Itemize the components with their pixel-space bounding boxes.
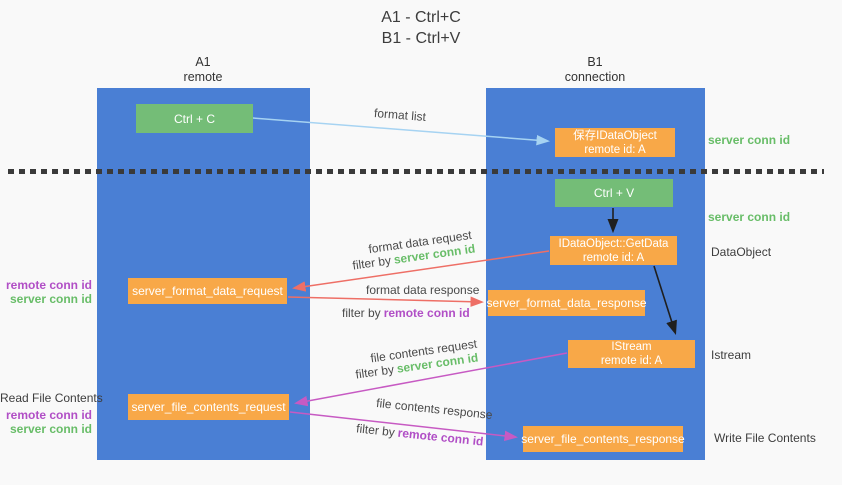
server-file-contents-request-label: server_file_contents_request: [131, 400, 286, 414]
format-list-label: format list: [373, 105, 427, 125]
server-format-data-request-label: server_format_data_request: [132, 284, 283, 298]
server-file-contents-request-box: server_file_contents_request: [128, 394, 289, 420]
getdata-line2: remote id: A: [582, 251, 645, 264]
lane-left-name: A1: [195, 55, 211, 69]
title-line-2: B1 - Ctrl+V: [381, 30, 461, 47]
server-conn-id-right-mid: server conn id: [708, 210, 791, 224]
ctrl-c-box: Ctrl + C: [136, 104, 253, 133]
left-conn-ids-bottom: Read File Contents remote conn id server…: [0, 391, 103, 436]
write-file-contents-label: Write File Contents: [714, 431, 816, 445]
remote-conn-id-left-bottom: remote conn id: [5, 408, 92, 422]
lane-header-right: B1 connection: [530, 55, 660, 85]
filter-by-text: filter by: [354, 362, 395, 382]
ctrl-v-label: Ctrl + V: [593, 186, 635, 200]
server-conn-id-left-top: server conn id: [9, 292, 92, 306]
save-idataobject-line1: 保存IDataObject: [573, 129, 657, 142]
lane-right-name: B1: [587, 55, 603, 69]
dataobject-label: DataObject: [711, 245, 772, 259]
remote-conn-id-text: remote conn id: [397, 425, 485, 449]
remote-conn-id-text: remote conn id: [383, 306, 470, 320]
getdata-line1: IDataObject::GetData: [558, 237, 669, 250]
istream-side-label: Istream: [711, 348, 752, 362]
diagram-title: A1 - Ctrl+C B1 - Ctrl+V: [0, 7, 842, 49]
lane-header-left: A1 remote: [138, 55, 268, 85]
ctrl-c-label: Ctrl + C: [173, 111, 215, 126]
istream-box: IStream remote id: A: [568, 340, 695, 368]
filter-by-text: filter by: [355, 421, 396, 440]
server-format-data-request-box: server_format_data_request: [128, 278, 287, 304]
istream-line2: remote id: A: [600, 355, 663, 367]
filter-by-text: filter by: [351, 253, 392, 273]
save-idataobject-line2: remote id: A: [584, 143, 646, 156]
lane-left-role: remote: [183, 70, 223, 84]
ctrl-v-box: Ctrl + V: [555, 179, 673, 207]
title-line-1: A1 - Ctrl+C: [381, 9, 461, 26]
server-format-data-response-label: server_format_data_response: [486, 296, 647, 310]
server-conn-id-left-bottom: server conn id: [9, 422, 92, 436]
filter-by-text: filter by: [342, 306, 381, 320]
file-contents-response-label: file contents response: [375, 395, 494, 423]
istream-line1: IStream: [611, 341, 652, 353]
remote-conn-id-left-top: remote conn id: [5, 278, 92, 292]
session-separator-dotted-line: [8, 169, 824, 174]
lane-right-role: connection: [564, 70, 626, 84]
format-data-response-label: format data response: [366, 283, 480, 297]
left-conn-ids-top: remote conn id server conn id: [0, 278, 92, 306]
getdata-box: IDataObject::GetData remote id: A: [550, 236, 677, 265]
server-file-contents-response-box: server_file_contents_response: [521, 426, 685, 452]
server-conn-id-right-top: server conn id: [708, 133, 791, 147]
server-file-contents-response-label: server_file_contents_response: [521, 432, 685, 446]
server-format-data-response-box: server_format_data_response: [486, 290, 647, 316]
save-idataobject-box: 保存IDataObject remote id: A: [555, 128, 675, 157]
read-file-contents-label: Read File Contents: [0, 391, 103, 405]
format-data-response-arrow: [287, 296, 484, 307]
